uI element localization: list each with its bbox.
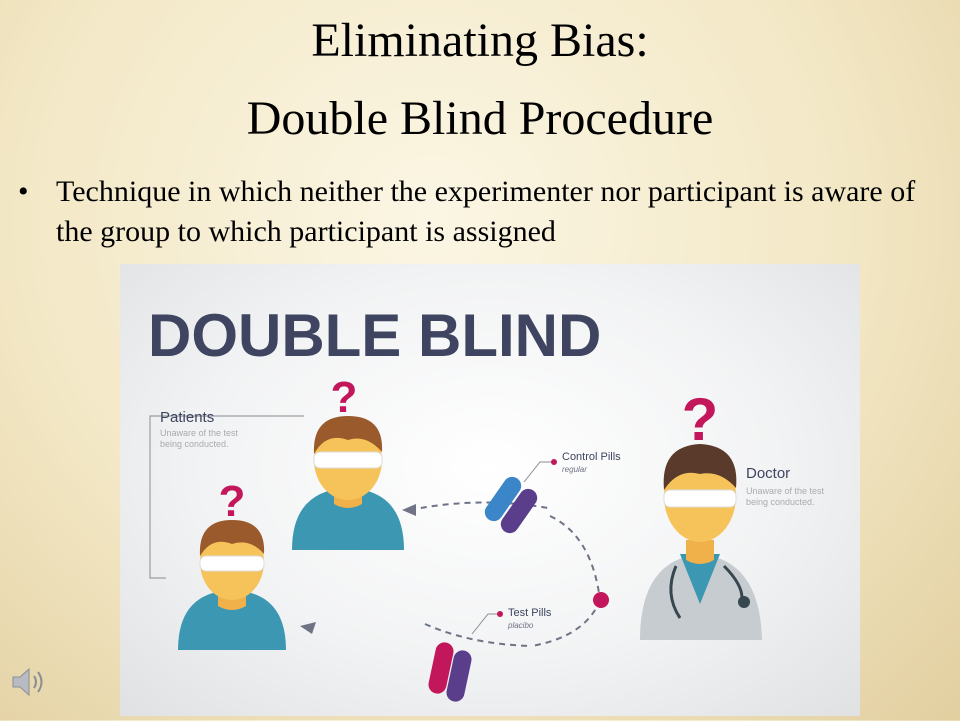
doctor-figure <box>640 444 762 640</box>
patients-callout <box>149 415 304 579</box>
patients-note-line-2: being conducted. <box>160 439 229 449</box>
control-pills-icon <box>484 476 538 534</box>
control-pills-callout-dot <box>551 459 557 465</box>
test-pills-label: Test Pills <box>508 607 552 619</box>
patient-figure-1 <box>292 416 404 550</box>
bullet-text: Technique in which neither the experimen… <box>56 175 916 248</box>
slide-title-line-2: Double Blind Procedure <box>246 92 714 145</box>
doctor-note-line-2: being conducted. <box>746 497 815 507</box>
test-pills-callout <box>471 613 500 635</box>
arrow-to-patient-1 <box>402 504 416 516</box>
test-pills-icon <box>428 642 472 702</box>
control-pills-label: Control Pills <box>562 451 621 463</box>
figure-heading: DOUBLE BLIND <box>148 302 601 369</box>
patient-figure-2 <box>178 520 286 650</box>
control-pills-callout <box>523 461 554 483</box>
illustration-canvas: DOUBLE BLIND Patients Unaware of the tes… <box>148 302 825 702</box>
patient-1-question-mark: ? <box>331 373 358 422</box>
doctor-note-line-1: Unaware of the test <box>746 486 825 496</box>
patients-label: Patients <box>160 409 214 426</box>
control-pills-sub: regular <box>562 465 587 474</box>
path-junction-dot <box>593 592 609 608</box>
bullet-dot: • <box>18 175 29 208</box>
slide-title-line-1: Eliminating Bias: <box>311 14 649 67</box>
doctor-question-mark: ? <box>682 386 719 453</box>
doctor-label: Doctor <box>746 465 790 482</box>
patient-2-question-mark: ? <box>219 477 246 526</box>
arrow-to-patient-2 <box>300 622 316 634</box>
double-blind-illustration: DOUBLE BLIND Patients Unaware of the tes… <box>120 264 860 716</box>
patients-note-line-1: Unaware of the test <box>160 428 239 438</box>
speaker-icon[interactable] <box>10 664 48 700</box>
test-pills-sub: placibo <box>507 621 534 630</box>
test-pills-callout-dot <box>497 611 503 617</box>
